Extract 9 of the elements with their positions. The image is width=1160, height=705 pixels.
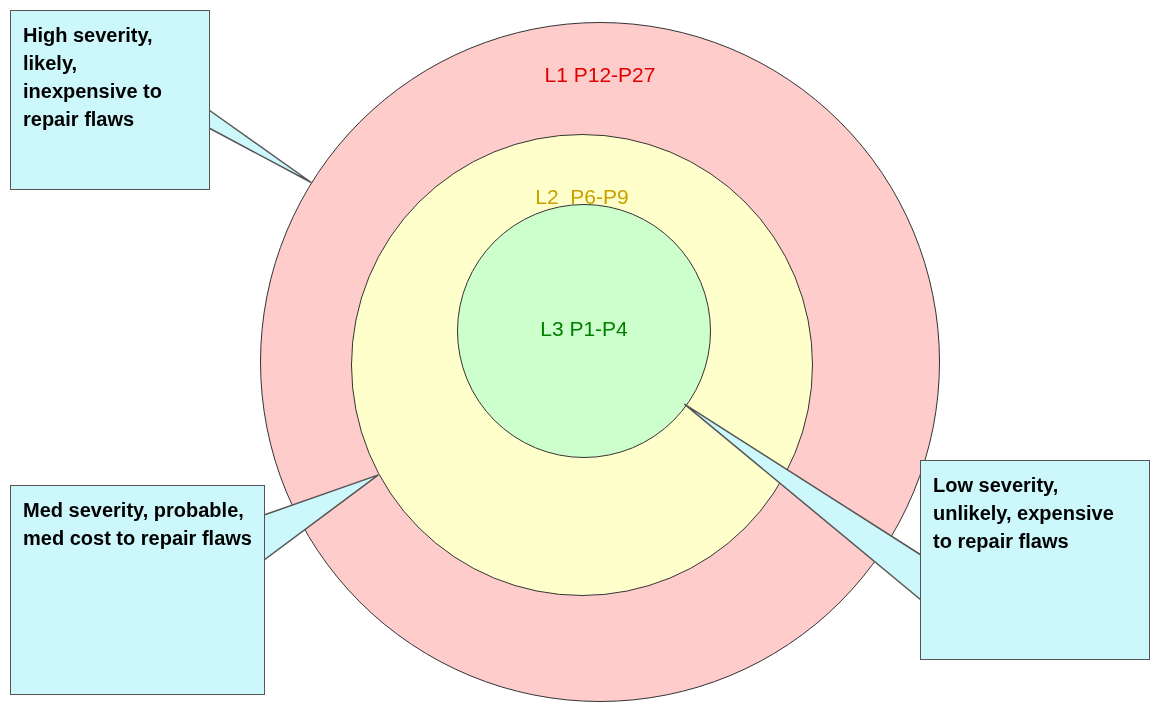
callout-tail	[263, 474, 380, 562]
callout-tail	[683, 403, 922, 602]
callout-box: High severity, likely, inexpensive to repair flaws	[10, 10, 210, 190]
callout-box: Med severity, probable, med cost to repair flaws	[10, 485, 265, 695]
level-label: L2 P6-P9	[534, 185, 630, 209]
callout-tail	[208, 108, 312, 184]
callout-box: Low severity, unlikely, expensive to repair flaws	[920, 460, 1150, 660]
level-label: L3 P1-P4	[539, 317, 629, 341]
level-label: L1 P12-P27	[543, 63, 657, 87]
